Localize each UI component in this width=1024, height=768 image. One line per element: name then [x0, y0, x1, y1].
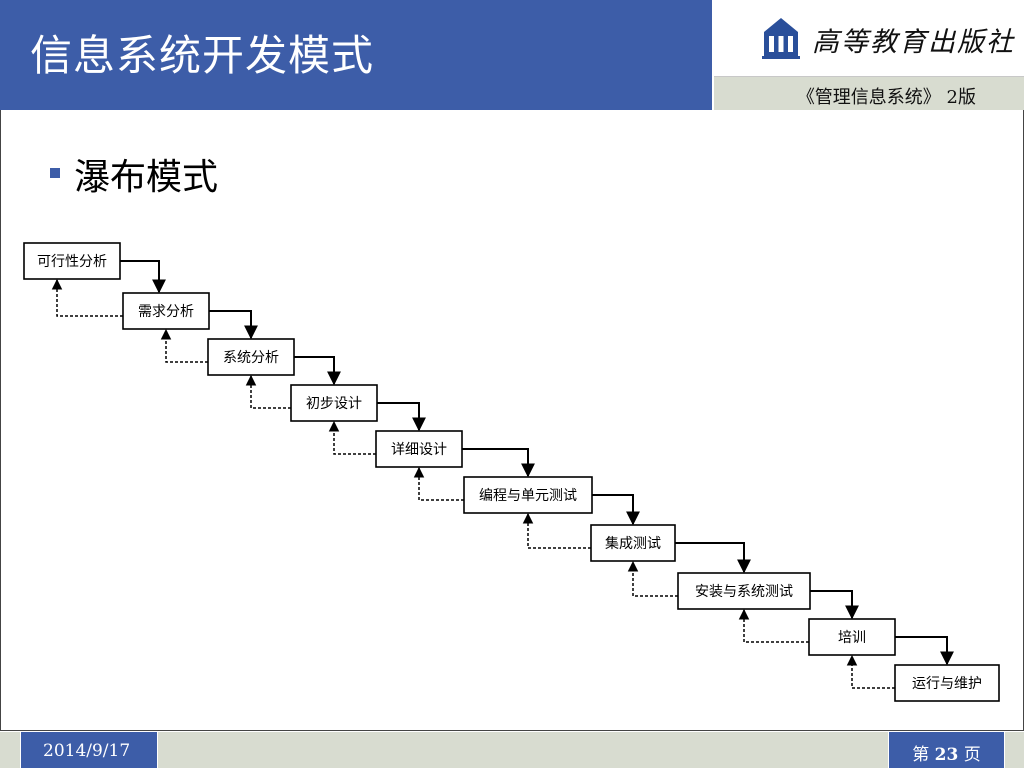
forward-arrow — [294, 356, 341, 386]
page-prefix: 第 — [912, 745, 935, 765]
forward-arrow — [810, 590, 859, 620]
footer-page-box: 第 23 页 — [889, 732, 1004, 768]
stage-box: 需求分析 — [122, 292, 210, 330]
stage-box-frame — [122, 292, 210, 330]
stage-label: 集成测试 — [605, 535, 661, 552]
stage-box-frame — [677, 572, 811, 610]
footer-left-band — [0, 732, 20, 768]
page-indicator: 第 23 页 — [889, 740, 1004, 765]
stage-box: 安装与系统测试 — [677, 572, 811, 610]
forward-arrow — [592, 494, 640, 526]
stage-box: 运行与维护 — [894, 664, 1000, 702]
feedback-arrow — [328, 420, 376, 455]
stage-label: 编程与单元测试 — [479, 488, 577, 504]
stage-box-frame — [207, 338, 295, 376]
publisher-emblem-icon — [762, 18, 800, 59]
stage-label: 安装与系统测试 — [695, 584, 793, 600]
feedback-arrow — [245, 374, 291, 409]
stage-box-frame — [23, 242, 121, 280]
page-number: 23 — [934, 745, 959, 765]
forward-arrow — [462, 448, 535, 478]
footer-right-band — [1005, 732, 1024, 768]
title-bar: 信息系统开发模式 — [0, 0, 712, 110]
stage-box: 初步设计 — [290, 384, 378, 422]
forward-arrow — [675, 542, 751, 574]
stage-box-frame — [375, 430, 463, 468]
book-subtitle-bar: 《管理信息系统》 2版 — [714, 77, 1024, 110]
stage-box: 系统分析 — [207, 338, 295, 376]
stage-box: 可行性分析 — [23, 242, 121, 280]
feedback-arrow — [160, 328, 208, 363]
feedback-arrow — [738, 608, 809, 643]
stage-label: 可行性分析 — [37, 254, 107, 270]
feedback-arrow — [522, 512, 591, 549]
footer-date-box: 2014/9/17 — [21, 732, 157, 768]
stage-box-frame — [894, 664, 1000, 702]
stage-box-frame — [590, 524, 676, 562]
feedback-arrow — [413, 466, 464, 501]
stage-box: 详细设计 — [375, 430, 463, 468]
stage-label: 运行与维护 — [912, 676, 982, 692]
slide-title: 信息系统开发模式 — [30, 31, 375, 80]
page-suffix: 页 — [958, 745, 981, 765]
stage-box: 编程与单元测试 — [463, 476, 593, 514]
bullet-icon — [50, 168, 60, 178]
forward-arrow — [377, 402, 426, 432]
footer-date: 2014/9/17 — [43, 741, 131, 761]
forward-arrow — [895, 636, 954, 666]
forward-arrow — [209, 310, 258, 340]
forward-arrow — [120, 260, 166, 294]
feedback-arrow — [627, 560, 678, 597]
stage-box-frame — [808, 618, 896, 656]
stage-label: 初步设计 — [306, 395, 362, 412]
section-heading: 瀑布模式 — [74, 157, 219, 198]
stage-box-frame — [463, 476, 593, 514]
stage-label: 培训 — [838, 630, 866, 646]
feedback-arrow — [846, 654, 895, 689]
feedback-arrow — [51, 278, 123, 317]
stage-box-frame — [290, 384, 378, 422]
footer-middle-band — [158, 732, 888, 768]
book-title: 《管理信息系统》 2版 — [796, 87, 976, 108]
stage-box: 集成测试 — [590, 524, 676, 562]
publisher-name: 高等教育出版社 — [812, 27, 1015, 58]
stage-box: 培训 — [808, 618, 896, 656]
stage-label: 需求分析 — [138, 304, 194, 320]
stage-label: 系统分析 — [223, 350, 279, 366]
stage-label: 详细设计 — [391, 442, 447, 458]
